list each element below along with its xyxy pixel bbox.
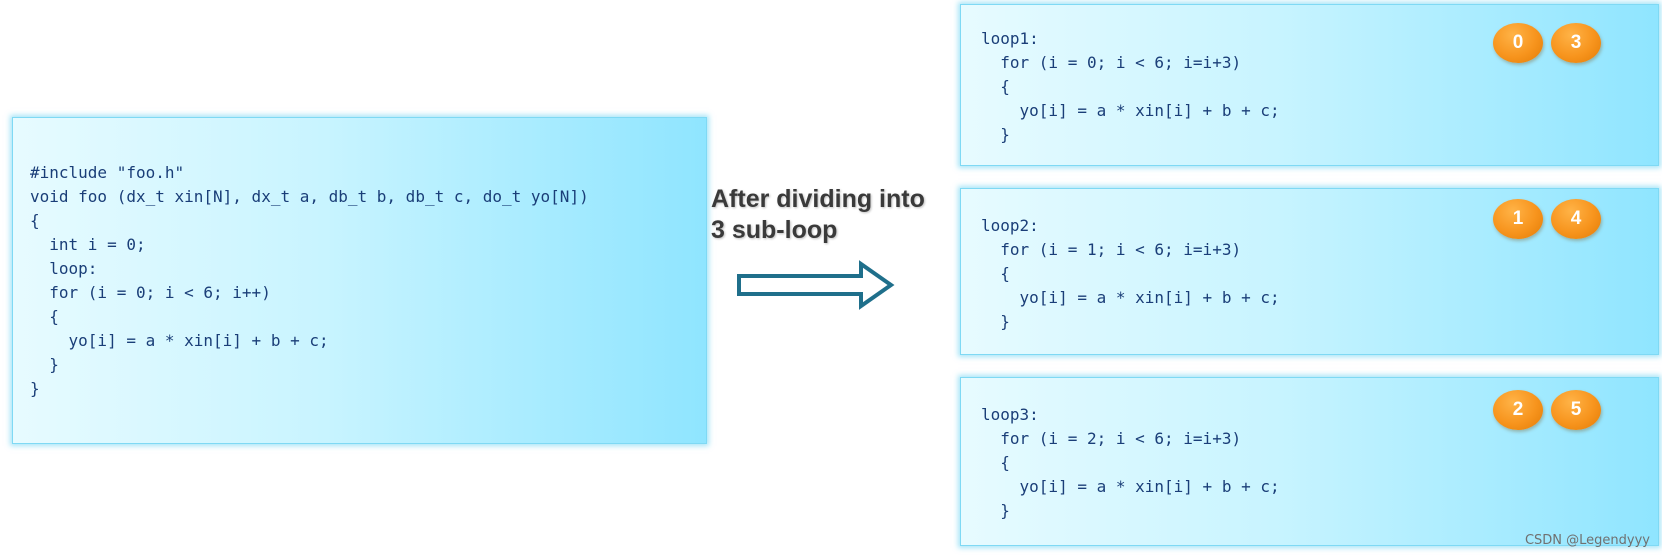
iteration-badge: 4	[1551, 199, 1601, 239]
code-line: for (i = 0; i < 6; i=i+3)	[981, 53, 1242, 72]
code-line: loop3:	[981, 405, 1039, 424]
iteration-badge: 3	[1551, 23, 1601, 63]
code-line: yo[i] = a * xin[i] + b + c;	[981, 288, 1280, 307]
code-line: loop1:	[981, 29, 1039, 48]
code-line: {	[30, 211, 40, 230]
code-line: }	[30, 379, 40, 398]
iteration-badge: 2	[1493, 390, 1543, 430]
code-line: }	[30, 355, 59, 374]
arrow-caption: After dividing into 3 sub-loop	[711, 184, 961, 246]
code-line: for (i = 1; i < 6; i=i+3)	[981, 240, 1242, 259]
code-line: yo[i] = a * xin[i] + b + c;	[30, 331, 329, 350]
code-line: {	[981, 453, 1010, 472]
code-line: }	[981, 312, 1010, 331]
code-line: loop:	[30, 259, 98, 278]
code-line: #include "foo.h"	[30, 163, 185, 182]
sub-loop-code-block: loop3: for (i = 2; i < 6; i=i+3) { yo[i]…	[981, 403, 1280, 523]
code-line: }	[981, 125, 1010, 144]
code-line: for (i = 0; i < 6; i++)	[30, 283, 271, 302]
right-arrow-icon	[737, 260, 895, 310]
code-line: loop2:	[981, 216, 1039, 235]
code-line: void foo (dx_t xin[N], dx_t a, db_t b, d…	[30, 187, 589, 206]
watermark: CSDN @Legendyyy	[1524, 533, 1650, 548]
arrow-caption-line: After dividing into	[711, 185, 925, 213]
arrow-caption-line: 3 sub-loop	[711, 216, 838, 244]
code-line: }	[981, 501, 1010, 520]
iteration-badge: 5	[1551, 390, 1601, 430]
code-line: yo[i] = a * xin[i] + b + c;	[981, 101, 1280, 120]
code-line: {	[981, 264, 1010, 283]
code-line: yo[i] = a * xin[i] + b + c;	[981, 477, 1280, 496]
sub-loop-code-block: loop1: for (i = 0; i < 6; i=i+3) { yo[i]…	[981, 27, 1280, 147]
code-line: int i = 0;	[30, 235, 146, 254]
iteration-badge: 1	[1493, 199, 1543, 239]
code-line: for (i = 2; i < 6; i=i+3)	[981, 429, 1242, 448]
code-line: {	[30, 307, 59, 326]
sub-loop-1-panel: loop1: for (i = 0; i < 6; i=i+3) { yo[i]…	[960, 4, 1659, 166]
original-loop-code-panel: #include "foo.h" void foo (dx_t xin[N], …	[12, 117, 707, 444]
original-code-block: #include "foo.h" void foo (dx_t xin[N], …	[30, 161, 589, 401]
code-line: {	[981, 77, 1010, 96]
sub-loop-code-block: loop2: for (i = 1; i < 6; i=i+3) { yo[i]…	[981, 214, 1280, 334]
sub-loop-2-panel: loop2: for (i = 1; i < 6; i=i+3) { yo[i]…	[960, 188, 1659, 355]
iteration-badge: 0	[1493, 23, 1543, 63]
sub-loop-3-panel: loop3: for (i = 2; i < 6; i=i+3) { yo[i]…	[960, 377, 1659, 546]
